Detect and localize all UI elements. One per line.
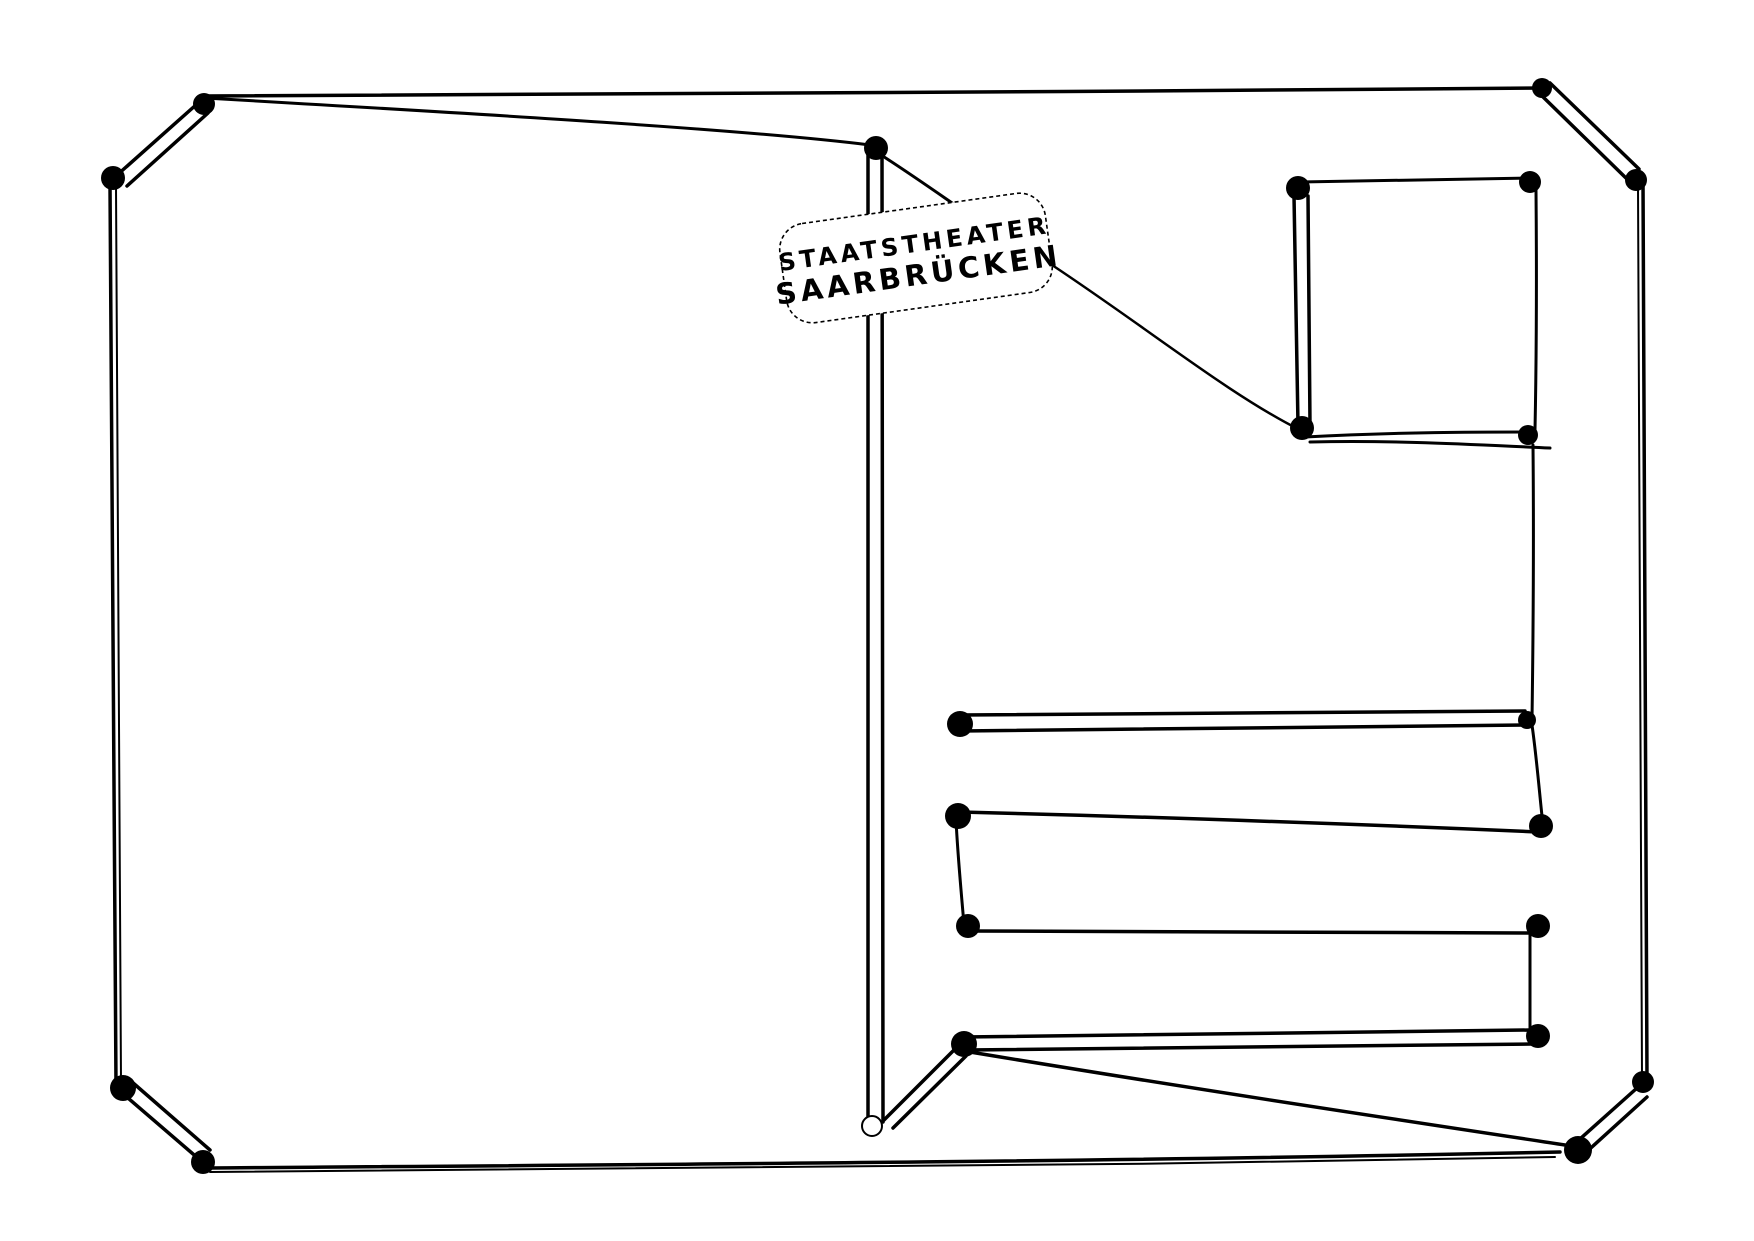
theater-logo: STAATSTHEATER SAARBRÜCKEN xyxy=(773,192,1063,324)
logo-badge xyxy=(778,192,1054,324)
right-connector xyxy=(1530,443,1545,827)
shelf-bars xyxy=(954,709,1542,1052)
upper-box xyxy=(1292,176,1552,450)
outer-frame xyxy=(108,81,1649,1173)
joint-knots xyxy=(101,78,1654,1174)
